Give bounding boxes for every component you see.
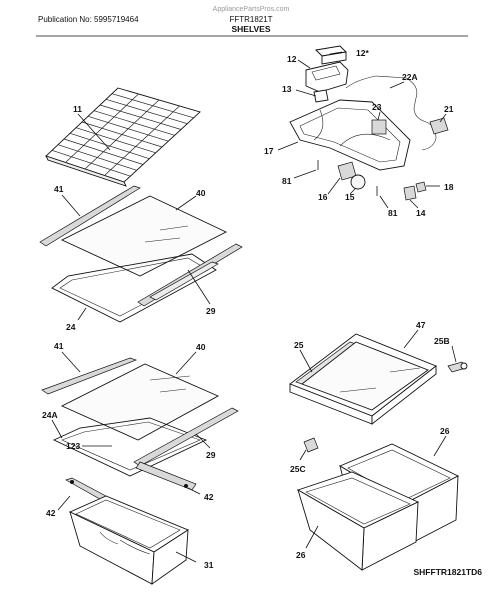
callout-25b: 25B [434, 336, 450, 346]
callout-14: 14 [416, 208, 426, 218]
leader-lines [51, 51, 457, 563]
callout-22a: 22A [402, 72, 418, 82]
callout-40-bottom: 40 [196, 342, 206, 352]
callout-18: 18 [444, 182, 454, 192]
glass-insert-47 [301, 341, 429, 411]
front-trim-41-bottom [41, 357, 138, 395]
callout-31: 31 [204, 560, 214, 570]
callout-81-right: 81 [388, 208, 398, 218]
callout-16: 16 [318, 192, 328, 202]
cover-12 [305, 61, 349, 93]
wire-harness-22a [345, 75, 437, 151]
screws-81 [317, 160, 378, 196]
callout-26-right: 26 [440, 426, 450, 436]
wire-shelf-rod [104, 105, 180, 176]
wire-shelf-rod [65, 93, 139, 163]
callout-24: 24 [66, 322, 76, 332]
site-watermark: AppliancePartsPros.com [213, 6, 290, 13]
slide-25c [303, 437, 319, 453]
crisper-drawer-31 [68, 495, 189, 585]
callout-26-left: 26 [296, 550, 306, 560]
bracket-14 [403, 185, 417, 201]
wire-shelf-11 [45, 87, 201, 187]
shelf-frame-24 [51, 253, 217, 323]
callout-21: 21 [444, 104, 454, 114]
callout-40-top: 40 [196, 188, 206, 198]
rail-42-right [135, 461, 197, 491]
callout-13: 13 [282, 84, 292, 94]
callout-47: 47 [416, 320, 426, 330]
callout-11: 11 [73, 104, 82, 114]
callout-42-right: 42 [204, 492, 214, 502]
callout-25c: 25C [290, 464, 306, 474]
callout-12: 12 [287, 54, 297, 64]
callout-41-top: 41 [54, 184, 64, 194]
callout-41-bottom: 41 [54, 341, 64, 351]
rear-trim-29-top [137, 243, 243, 307]
glass-shelf-40-top [60, 195, 228, 277]
switch-21 [429, 117, 449, 135]
callout-25: 25 [294, 340, 304, 350]
callout-29-bottom: 29 [206, 450, 216, 460]
front-trim-41-top [39, 185, 141, 247]
wire-shelf-rod [84, 99, 160, 170]
glass-shelf-40-bottom [60, 363, 220, 441]
knob-18 [415, 181, 427, 193]
model-number: FFTR1821T [229, 15, 272, 24]
section-title: SHELVES [231, 24, 270, 34]
control-housing [289, 99, 411, 171]
thermostat-23 [371, 119, 387, 135]
callout-12-star: 12* [356, 48, 369, 58]
diagram-code: SHFFTR1821TD6 [414, 567, 483, 577]
callout-29-top: 29 [206, 306, 216, 316]
light-bulb-15 [350, 174, 366, 190]
callout-42-left: 42 [46, 508, 56, 518]
support-25b [447, 361, 468, 373]
crisper-cover-box-12 [315, 45, 347, 65]
callout-24a: 24A [42, 410, 58, 420]
callout-81-left: 81 [282, 176, 292, 186]
publication-number: Publication No: 5995719464 [38, 15, 139, 24]
callout-15: 15 [345, 192, 355, 202]
damper-13 [313, 89, 329, 103]
callout-123: 123 [66, 441, 80, 451]
callout-labels: 12* 12 22A 13 23 21 17 81 16 15 18 81 14… [42, 48, 454, 570]
callout-23: 23 [372, 102, 382, 112]
crisper-drawer-26-left [296, 471, 420, 571]
callout-17: 17 [264, 146, 274, 156]
